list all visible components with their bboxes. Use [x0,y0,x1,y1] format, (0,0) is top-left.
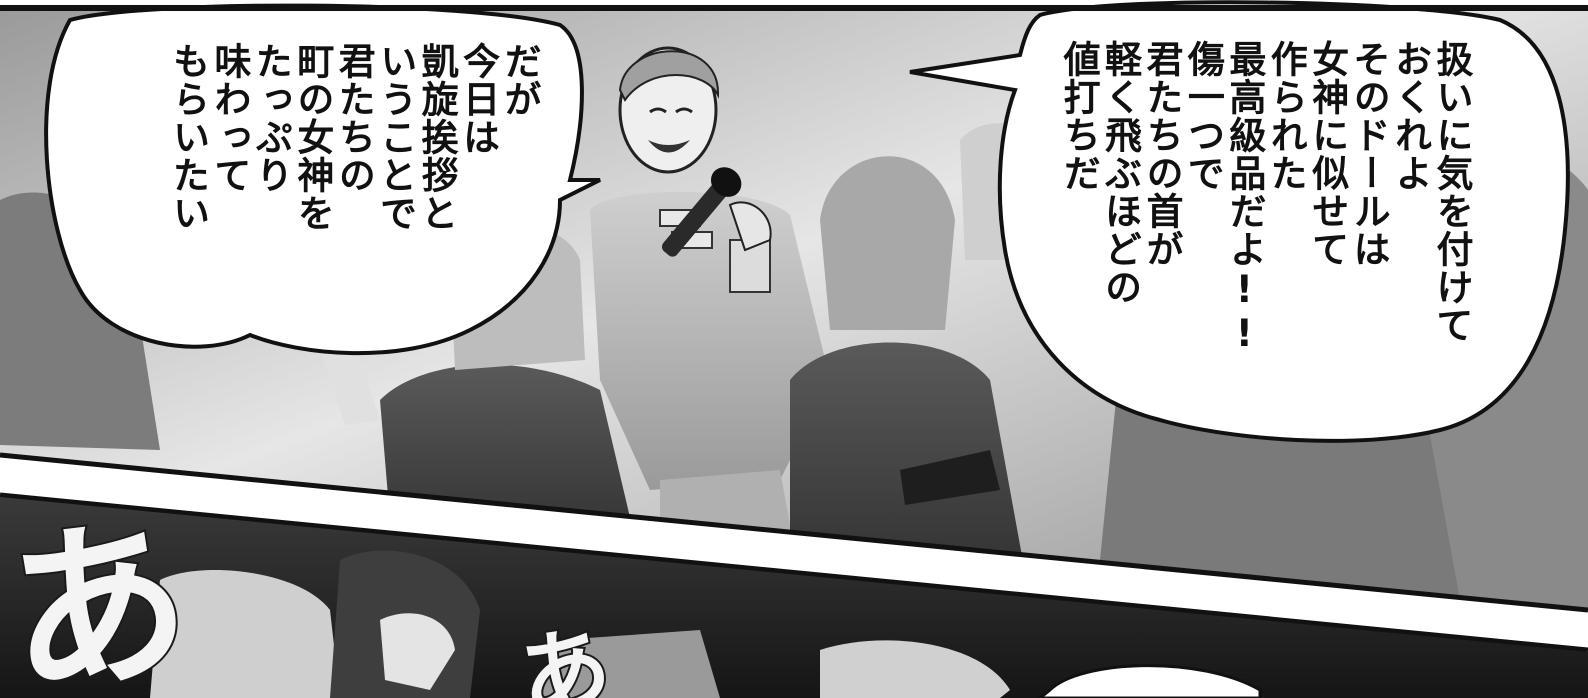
speech-bubble-left-text: だが 今日は 凱旋挨拶と いうことで 君たちの 町の女神を たっぷり 味わって … [166,42,542,232]
microphone-icon [661,167,742,257]
speaker-character [590,46,830,580]
bottom-panel [0,497,1588,698]
speech-bubble-left [44,3,601,356]
sound-effect-mid: あ [509,611,620,698]
sound-effect-left: あ [0,491,204,698]
raised-hand [320,337,380,425]
panel-gutter [0,455,1588,650]
speech-bubble-right [909,0,1570,443]
speech-bubble-right-text: 扱いに気を付けて おくれよ そのドールは 女神に似せて 作られた 最高級品だよ!… [1057,40,1473,356]
